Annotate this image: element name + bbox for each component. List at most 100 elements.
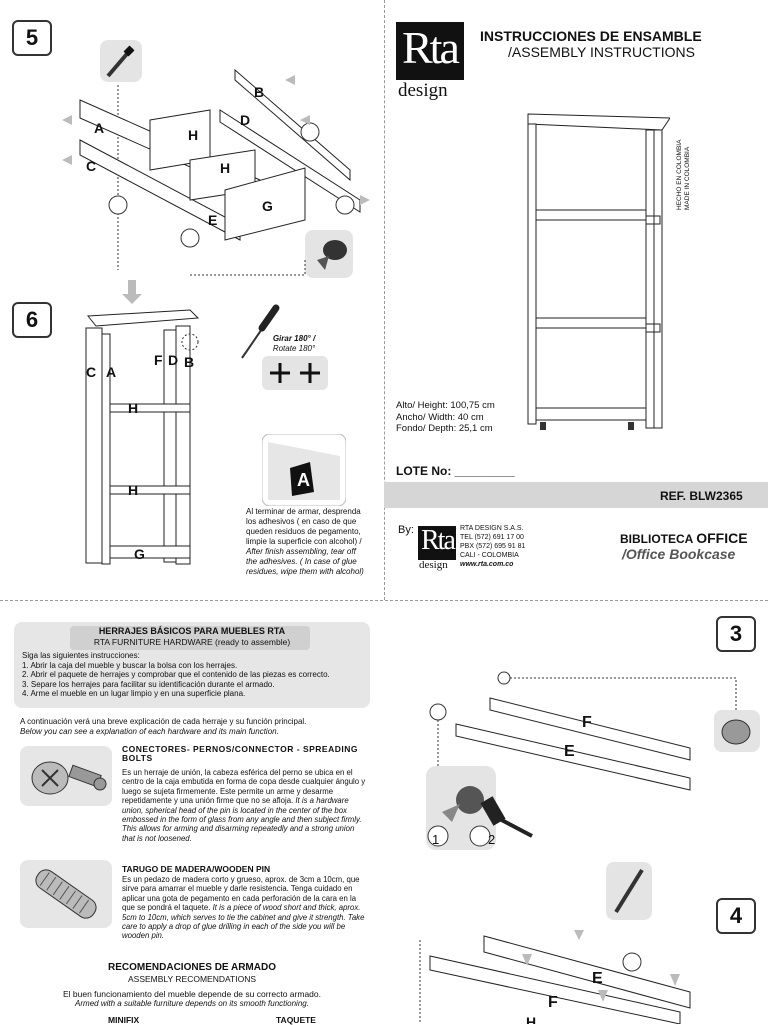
part-label-a: A — [106, 364, 117, 380]
wooden-pin-title: TARUGO DE MADERA/WOODEN PIN — [122, 864, 271, 874]
wooden-pin-description-en: It is a piece of wood short and thick, a… — [122, 903, 365, 941]
lote-number: LOTE No: _________ — [396, 464, 515, 478]
made-in-colombia: HECHO EN COLOMBIA MADE IN COLOMBIA — [674, 126, 696, 216]
dimensions: Alto/ Height: 100,75 cm Ancho/ Width: 40… — [396, 400, 495, 435]
part-label-c: C — [86, 158, 97, 174]
made-in-en: MADE IN COLOMBIA — [684, 146, 691, 210]
hardware-explanation: A continuación verá una breve explicació… — [20, 717, 370, 736]
made-in-es: HECHO EN COLOMBIA — [676, 139, 683, 210]
part-label-g: G — [134, 546, 145, 562]
bookcase-illustration — [527, 113, 670, 430]
dimension-depth: Fondo/ Depth: 25,1 cm — [396, 423, 493, 434]
adhesive-note-es: Al terminar de armar, desprenda los adhe… — [246, 507, 362, 546]
screw-icon — [100, 40, 142, 82]
rta-logo: Rta — [396, 22, 464, 80]
part-label-a: A — [94, 120, 105, 136]
part-label-h: H — [526, 1014, 537, 1024]
part-label-d: D — [168, 352, 179, 368]
hardware-title-en: RTA FURNITURE HARDWARE (ready to assembl… — [93, 637, 291, 647]
connector-description-es: Es un herraje de unión, la cabeza esféri… — [122, 768, 366, 806]
hardware-step: 3. Separe los herrajes para facilitar su… — [22, 679, 275, 689]
part-label-b: B — [184, 354, 195, 370]
step-4-number: 4 — [716, 898, 756, 934]
company-website[interactable]: www.rta.com.co — [460, 561, 514, 568]
explanation-es: A continuación verá una breve explicació… — [20, 717, 307, 726]
adhesive-note: Al terminar de armar, desprenda los adhe… — [246, 507, 366, 577]
step-5-number: 5 — [12, 20, 52, 56]
recommendations-text-en: Armed with a suitable furniture depends … — [75, 999, 309, 1008]
hardware-title-es: HERRAJES BÁSICOS PARA MUEBLES RTA — [98, 626, 286, 636]
step-5-diagram — [62, 40, 370, 278]
part-label-h: H — [220, 160, 231, 176]
step-3-diagram — [426, 671, 760, 850]
hardware-steps: Siga las siguientes instrucciones: 1. Ab… — [22, 651, 368, 699]
cam-lock-icon — [714, 710, 760, 752]
bolt-hammer-icon — [426, 766, 496, 850]
company-pbx: PBX (572) 695 91 81 — [460, 543, 526, 550]
logo-small-subtext: design — [419, 559, 448, 571]
sub-step-1: 1 — [432, 832, 440, 847]
hardware-step: 4. Arme el mueble en un lugar limpio y e… — [22, 689, 246, 698]
recommendations-title: RECOMENDACIONES DE ARMADO — [108, 962, 276, 973]
product-name-es: BIBLIOTECA OFFICE — [620, 530, 748, 546]
connector-description-en: It is a hardware union, spherical head o… — [122, 796, 362, 843]
recommendations-text-es: El buen funcionamiento del mueble depend… — [62, 989, 321, 999]
hardware-step: 2. Abrir el paquete de herrajes y compro… — [22, 670, 330, 679]
sub-step-2: 2 — [488, 832, 496, 847]
by-label: By: — [398, 524, 414, 536]
reference-code: REF. BLW2365 — [660, 489, 743, 503]
part-label-e: E — [564, 743, 575, 760]
part-label-g: G — [262, 198, 273, 214]
logo-subtext: design — [398, 80, 448, 101]
step-4-diagram — [419, 862, 691, 1024]
title-en: /ASSEMBLY INSTRUCTIONS — [508, 44, 695, 60]
sticker-letter: A — [297, 470, 310, 490]
title-es: INSTRUCCIONES DE ENSAMBLE — [480, 28, 702, 44]
minifix-column-title: MINIFIX — [108, 1015, 140, 1025]
part-label-d: D — [240, 112, 251, 128]
screwdriver-icon — [241, 304, 280, 359]
rotate-label: Girar 180° / Rotate 180° — [262, 334, 326, 354]
company-name: RTA DESIGN S.A.S. — [460, 525, 524, 532]
dimension-height: Alto/ Height: 100,75 cm — [396, 400, 495, 411]
explanation-en: Below you can see a explanation of each … — [20, 726, 279, 736]
part-label-c: C — [86, 364, 97, 380]
logo-text: Rta — [402, 22, 460, 73]
taquete-column-title: TAQUETE — [276, 1015, 316, 1025]
connector-bolt-icon — [305, 230, 353, 278]
part-label-b: B — [254, 84, 265, 100]
connector-description: Es un herraje de unión, la cabeza esféri… — [122, 768, 366, 843]
part-label-f: F — [582, 714, 592, 731]
part-label-e: E — [592, 970, 603, 987]
sticker-illustration — [262, 434, 346, 506]
connector-title: CONECTORES- PERNOS/CONNECTOR - SPREADING… — [122, 744, 358, 763]
wooden-pin-description-es: Es un pedazo de madera corto y grueso, a… — [122, 875, 360, 913]
company-city: CALI - COLOMBIA — [460, 552, 519, 559]
rta-logo-small: Rta — [418, 525, 456, 560]
part-label-h: H — [128, 400, 139, 416]
hardware-intro: Siga las siguientes instrucciones: — [22, 651, 140, 660]
company-info: RTA DESIGN S.A.S. TEL (572) 691 17 00 PB… — [460, 524, 525, 569]
hardware-step: 1. Abrir la caja del mueble y buscar la … — [22, 660, 238, 670]
rotate-cross-icons — [262, 356, 328, 390]
part-label-f: F — [548, 994, 558, 1011]
connector-bolt-illustration — [20, 746, 112, 806]
hardware-title-bg — [70, 626, 310, 650]
adhesive-note-en: After finish assembling, tear off the ad… — [246, 547, 364, 576]
part-label-f: F — [154, 352, 163, 368]
step-6-diagram — [85, 280, 200, 565]
hammer-icon — [480, 796, 533, 838]
recommendations-subtitle: ASSEMBLY RECOMENDATIONS — [128, 974, 256, 984]
rotate-label-en: Rotate 180° — [272, 344, 316, 353]
part-label-h: H — [128, 482, 139, 498]
vertical-divider — [384, 0, 385, 600]
dimension-width: Ancho/ Width: 40 cm — [396, 411, 484, 423]
step-6-number: 6 — [12, 302, 52, 338]
wooden-pin-illustration — [20, 860, 112, 928]
product-name-en: /Office Bookcase — [622, 546, 736, 562]
screw-icon — [606, 862, 652, 920]
rotate-label-es: Girar 180° / — [272, 334, 316, 343]
step-3-number: 3 — [716, 616, 756, 652]
horizontal-divider — [0, 600, 768, 601]
product-name-es-a: BIBLIOTECA — [620, 532, 697, 546]
